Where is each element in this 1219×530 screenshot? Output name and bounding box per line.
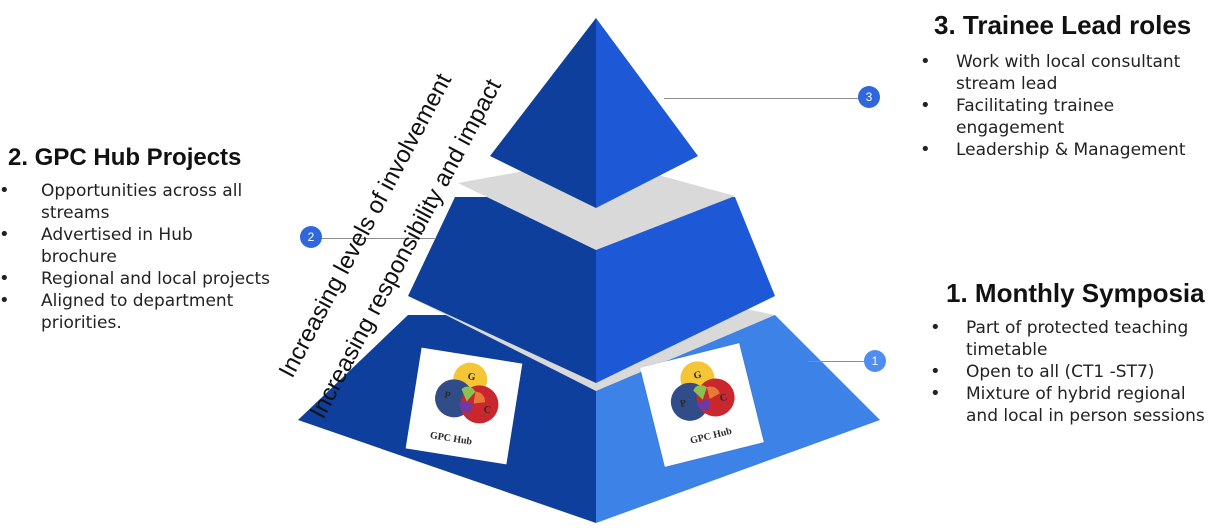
- connector-line-1: [808, 361, 866, 362]
- gpc-hub-projects-list: Opportunities across all streams Adverti…: [0, 180, 270, 334]
- logo-left-c: C: [483, 404, 492, 416]
- gpc-hub-projects-title: 2. GPC Hub Projects: [8, 144, 242, 171]
- gpc-hub-projects-item-3: Regional and local projects: [0, 268, 270, 290]
- monthly-symposia-item-2: Open to all (CT1 -ST7): [930, 361, 1219, 383]
- gpc-hub-projects-item-2: Advertised in Hub brochure: [0, 224, 270, 268]
- pyramid-middle-left: [408, 197, 596, 383]
- pyramid-top-right: [596, 18, 698, 208]
- gpc-hub-logo-left: G P C GPC Hub: [405, 347, 523, 465]
- marker-3: 3: [858, 86, 880, 108]
- gpc-hub-projects-section: 2. GPC Hub Projects Opportunities across…: [0, 145, 270, 334]
- gpc-hub-projects-item-1: Opportunities across all streams: [0, 180, 270, 224]
- logo-right-g: G: [693, 369, 703, 382]
- monthly-symposia-list: Part of protected teaching timetable Ope…: [930, 317, 1219, 427]
- logo-orange-overlap: [706, 386, 720, 399]
- marker-2-label: 2: [307, 230, 315, 244]
- monthly-symposia-title: 1. Monthly Symposia: [946, 278, 1205, 308]
- trainee-lead-roles-item-1: Work with local consultant stream lead: [920, 51, 1210, 95]
- gpc-hub-projects-item-4: Aligned to department priorities.: [0, 290, 270, 334]
- trainee-lead-roles-item-3: Leadership & Management: [920, 139, 1210, 161]
- connector-line-3: [664, 98, 860, 99]
- logo-right-p: P: [679, 398, 688, 410]
- connector-line-2: [316, 238, 436, 239]
- gpc-hub-logo-right-svg: G P C GPC Hub: [670, 361, 735, 447]
- logo-orange-overlap: [473, 391, 485, 404]
- marker-3-label: 3: [865, 90, 873, 104]
- monthly-symposia-item-1: Part of protected teaching timetable: [930, 317, 1219, 361]
- gpc-hub-logo-right: G P C GPC Hub: [640, 343, 764, 467]
- trainee-lead-roles-list: Work with local consultant stream lead F…: [920, 51, 1210, 161]
- logo-right-caption: GPC Hub: [689, 426, 733, 447]
- logo-left-g: G: [467, 371, 477, 383]
- pyramid-middle-right: [596, 197, 775, 383]
- monthly-symposia-item-3: Mixture of hybrid regional and local in …: [930, 383, 1219, 427]
- logo-left-caption: GPC Hub: [429, 430, 473, 448]
- logo-purple-overlap: [459, 401, 474, 413]
- pyramid-top-left: [490, 18, 596, 208]
- logo-right-c: C: [719, 392, 729, 404]
- logo-left-p: P: [444, 390, 452, 402]
- trainee-lead-roles-item-2: Facilitating trainee engagement: [920, 95, 1210, 139]
- trainee-lead-roles-title: 3. Trainee Lead roles: [934, 10, 1192, 40]
- logo-green-overlap: [693, 385, 707, 400]
- logo-green-overlap: [461, 386, 476, 402]
- marker-1: 1: [864, 350, 886, 372]
- gpc-hub-logo-left-svg: G P C GPC Hub: [429, 362, 499, 448]
- marker-1-label: 1: [871, 354, 879, 368]
- monthly-symposia-section: 1. Monthly Symposia Part of protected te…: [930, 278, 1219, 427]
- logo-purple-overlap: [696, 398, 710, 411]
- marker-2: 2: [300, 226, 322, 248]
- trainee-lead-roles-section: 3. Trainee Lead roles Work with local co…: [920, 10, 1210, 161]
